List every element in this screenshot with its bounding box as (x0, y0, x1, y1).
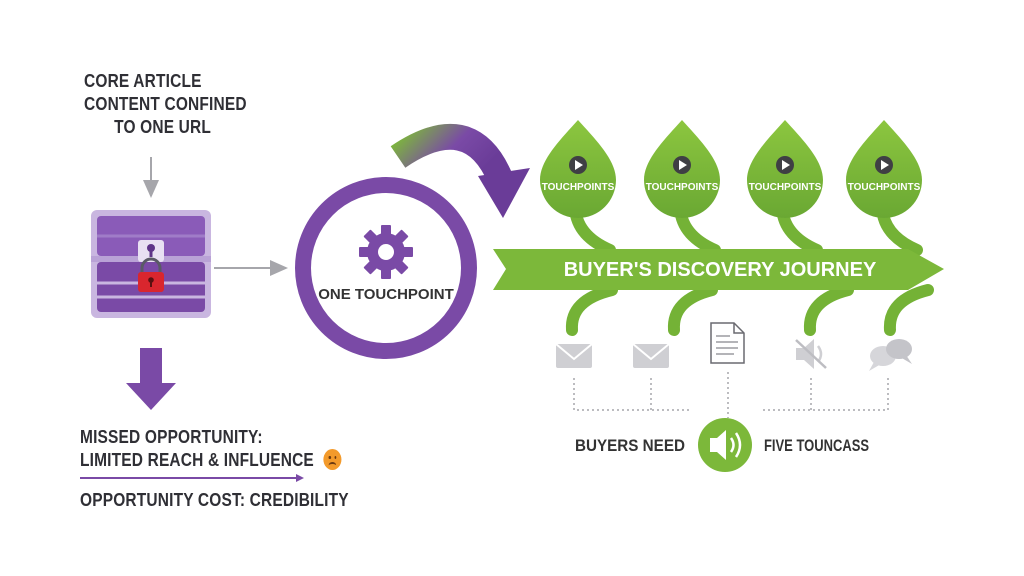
core-article-line1: CORE ARTICLE (84, 71, 202, 91)
opportunity-cost-arrow (80, 474, 304, 482)
missed-line2: LIMITED REACH & INFLUENCE (80, 449, 342, 472)
missed-line2-text: LIMITED REACH & INFLUENCE (80, 450, 314, 470)
play-triangle (881, 160, 889, 170)
play-triangle (575, 160, 583, 170)
envelope-icon (632, 343, 670, 368)
core-article-line3: TO ONE URL (114, 117, 211, 137)
touchpoint-leaf: TOUCHPOINTS (747, 120, 823, 218)
touchpoint-label: TOUCHPOINTS (848, 182, 921, 193)
missed-opportunity-caption: MISSED OPPORTUNITY: LIMITED REACH & INFL… (80, 426, 342, 472)
touchpoint-leaf: TOUCHPOINTS (846, 120, 922, 218)
chat-bubbles-icon (869, 339, 912, 371)
touchpoint-label: TOUCHPOINTS (749, 182, 822, 193)
bottom-icons (555, 322, 912, 371)
play-triangle (782, 160, 790, 170)
touchpoint-label: TOUCHPOINTS (646, 182, 719, 193)
one-touchpoint-circle: ONE TOUCHPOINT (295, 177, 477, 359)
journey-title: BUYER'S DISCOVERY JOURNEY (564, 259, 877, 281)
treasure-chest-icon (91, 210, 211, 318)
speaker-icon (710, 430, 742, 460)
touchpoint-leaves: TOUCHPOINTS TOUCHPOINTS TOUCHPOINTS TOUCHPO… (540, 120, 922, 218)
one-touchpoint-label: ONE TOUCHPOINT (318, 286, 454, 303)
core-article-line2: CONTENT CONFINED (84, 94, 247, 114)
dotted-connectors (573, 372, 889, 418)
touchpoint-label: TOUCHPOINTS (542, 182, 615, 193)
missed-line1: MISSED OPPORTUNITY: (80, 427, 263, 447)
purple-down-arrow (126, 348, 176, 410)
journey-banner: BUYER'S DISCOVERY JOURNEY (493, 249, 944, 290)
padlock-icon (138, 257, 164, 292)
touchpoint-leaf: TOUCHPOINTS (540, 120, 616, 218)
core-article-caption: CORE ARTICLE CONTENT CONFINED TO ONE URL (84, 70, 247, 139)
opportunity-cost-caption: OPPORTUNITY COST: CREDIBILITY (80, 490, 349, 510)
curved-arrow (390, 123, 530, 218)
muted-speaker-icon (795, 339, 827, 369)
touchpoint-leaf: TOUCHPOINTS (644, 120, 720, 218)
play-triangle (679, 160, 687, 170)
five-touches-label: FIVE TOUNCASS (764, 436, 869, 455)
sad-face-icon (323, 449, 342, 470)
gear-icon (359, 225, 413, 279)
buyers-need-label: BUYERS NEED (575, 436, 685, 455)
speaker-circle (698, 418, 752, 472)
document-icon (710, 322, 745, 364)
envelope-icon (555, 343, 593, 368)
